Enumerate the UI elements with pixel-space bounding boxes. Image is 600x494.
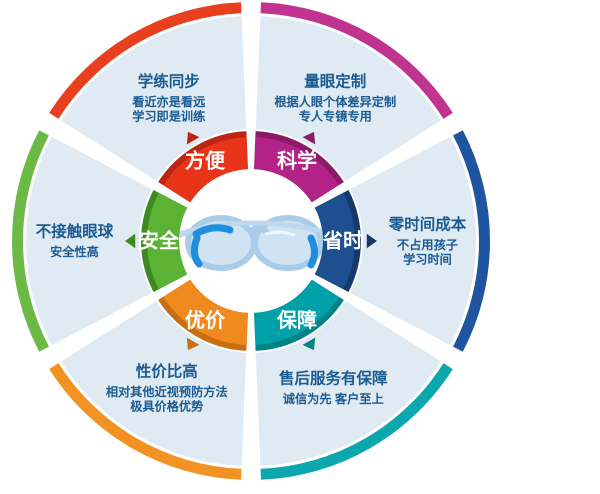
outer-line-convenience-1: 学习即是训练: [132, 108, 206, 123]
outer-title-guarantee: 售后服务有保障: [279, 369, 388, 388]
inner-label-value: 优价: [185, 308, 226, 332]
outer-line-time-saving-1: 学习时间: [403, 251, 452, 266]
donut-segment-safety[interactable]: [147, 193, 188, 289]
donut-segment-time-saving[interactable]: [314, 193, 355, 289]
outer-arc-time-saving: [453, 130, 490, 352]
text-band-safety: [25, 136, 152, 346]
inner-label-time-saving: 省时: [322, 229, 363, 252]
outer-line-time-saving-0: 不占用孩子: [397, 237, 458, 252]
pointer-convenience: [186, 131, 200, 145]
outer-line-guarantee-0: 诚信为先 客户至上: [283, 391, 384, 406]
pointer-science: [302, 131, 316, 145]
donut-segment-convenience[interactable]: [163, 137, 248, 203]
text-band-guarantee: [255, 301, 441, 466]
donut-segment-guarantee[interactable]: [254, 279, 339, 345]
text-band-convenience: [61, 16, 247, 181]
pointer-value: [186, 337, 200, 351]
outer-title-value: 性价比高: [136, 361, 198, 380]
outer-arc-safety: [11, 130, 49, 352]
text-band-value: [61, 301, 247, 466]
outer-line-convenience-0: 看近亦是看远: [132, 94, 206, 109]
inner-label-convenience: 方便: [185, 149, 226, 173]
outer-title-science: 量眼定制: [304, 71, 366, 90]
outer-line-value-0: 相对其他近视预防方法: [106, 384, 228, 399]
inner-donut-ring: [141, 131, 361, 351]
outer-arc-guarantee: [260, 363, 453, 480]
pointer-time-saving: [366, 233, 377, 249]
inner-label-guarantee: 保障: [276, 308, 317, 332]
text-band-science: [255, 16, 441, 181]
outer-arc-science: [260, 2, 453, 119]
outer-line-safety-0: 安全性高: [50, 244, 99, 259]
outer-title-convenience: 学练同步: [138, 71, 200, 90]
outer-line-science-1: 专人专镜专用: [299, 108, 372, 123]
pointer-guarantee: [302, 337, 316, 351]
donut-segment-value[interactable]: [163, 279, 248, 345]
inner-label-science: 科学: [277, 149, 317, 173]
outer-arc-value: [49, 363, 242, 480]
outer-arc-ring: [11, 2, 490, 480]
pointer-safety: [125, 233, 136, 249]
eyeglasses-icon: [179, 215, 323, 271]
text-band-time-saving: [350, 136, 477, 346]
text-band-ring: [25, 16, 477, 466]
outer-line-value-1: 极具价格优势: [130, 398, 203, 413]
outer-line-science-0: 根据人眼个体差异定制: [274, 94, 396, 109]
outer-arc-convenience: [49, 2, 242, 119]
donut-segment-science[interactable]: [254, 137, 339, 203]
inner-label-safety: 安全: [139, 228, 180, 252]
outer-title-safety: 不接触眼球: [36, 222, 114, 241]
segment-pointers: [125, 131, 377, 351]
outer-title-time-saving: 零时间成本: [388, 214, 467, 233]
